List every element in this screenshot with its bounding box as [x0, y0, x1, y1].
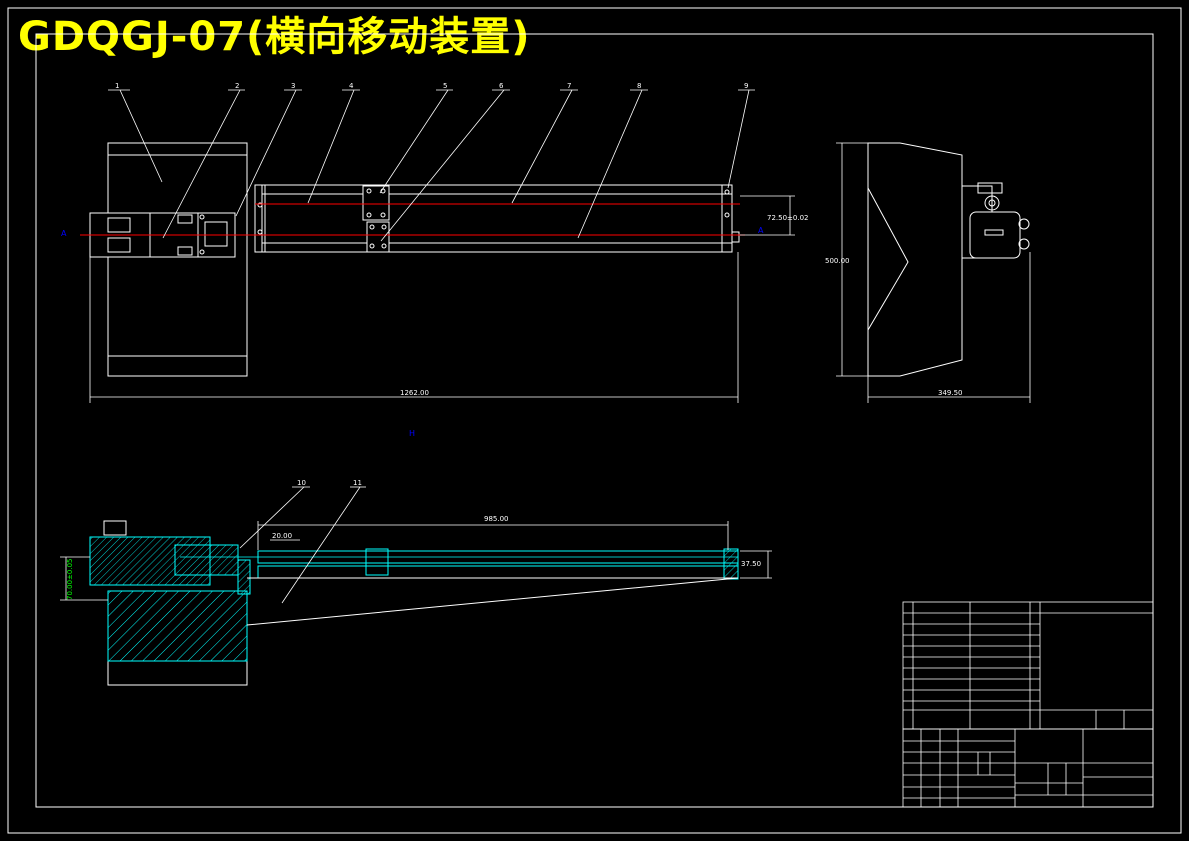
side-view — [836, 142, 1031, 403]
top-view-dimensions — [89, 195, 795, 403]
dim-rail-spacing: 72.50±0.02 — [767, 214, 809, 222]
leaders-bottom — [239, 486, 366, 604]
balloon-6: 6 — [499, 82, 504, 90]
balloon-3: 3 — [291, 82, 295, 90]
dim-stroke: 985.00 — [484, 515, 509, 523]
dim-overall-length: 1262.00 — [400, 389, 429, 397]
dim-offset-right: 37.50 — [741, 560, 761, 568]
balloon-2: 2 — [235, 82, 239, 90]
section-marker-right: A — [758, 226, 764, 235]
balloon-5: 5 — [443, 82, 447, 90]
dim-height: 500.00 — [825, 257, 850, 265]
section-dimensions — [60, 521, 772, 601]
leaders-top — [108, 89, 755, 242]
title-block — [902, 728, 1154, 808]
section-view — [89, 520, 739, 686]
balloon-4: 4 — [349, 82, 354, 90]
balloon-7: 7 — [567, 82, 571, 90]
center-marker: H — [409, 429, 415, 438]
balloon-9: 9 — [744, 82, 748, 90]
section-marker-left: A — [61, 229, 67, 238]
outer-frame — [7, 7, 1182, 834]
dim-vertical-left: 70.00±0.05 — [66, 559, 74, 601]
parts-list — [902, 601, 1154, 730]
drawing-title: GDQGJ-07(横向移动装置) — [18, 14, 531, 60]
top-view — [89, 142, 740, 377]
inner-frame — [35, 33, 1154, 808]
dim-side-width: 349.50 — [938, 389, 963, 397]
balloon-1: 1 — [115, 82, 119, 90]
balloon-10: 10 — [297, 479, 306, 487]
balloon-labels-top: 1 2 3 4 5 6 7 8 9 — [115, 82, 748, 90]
balloon-11: 11 — [353, 479, 362, 487]
centerlines — [80, 203, 745, 236]
balloon-8: 8 — [637, 82, 641, 90]
dim-offset-left: 20.00 — [272, 532, 292, 540]
